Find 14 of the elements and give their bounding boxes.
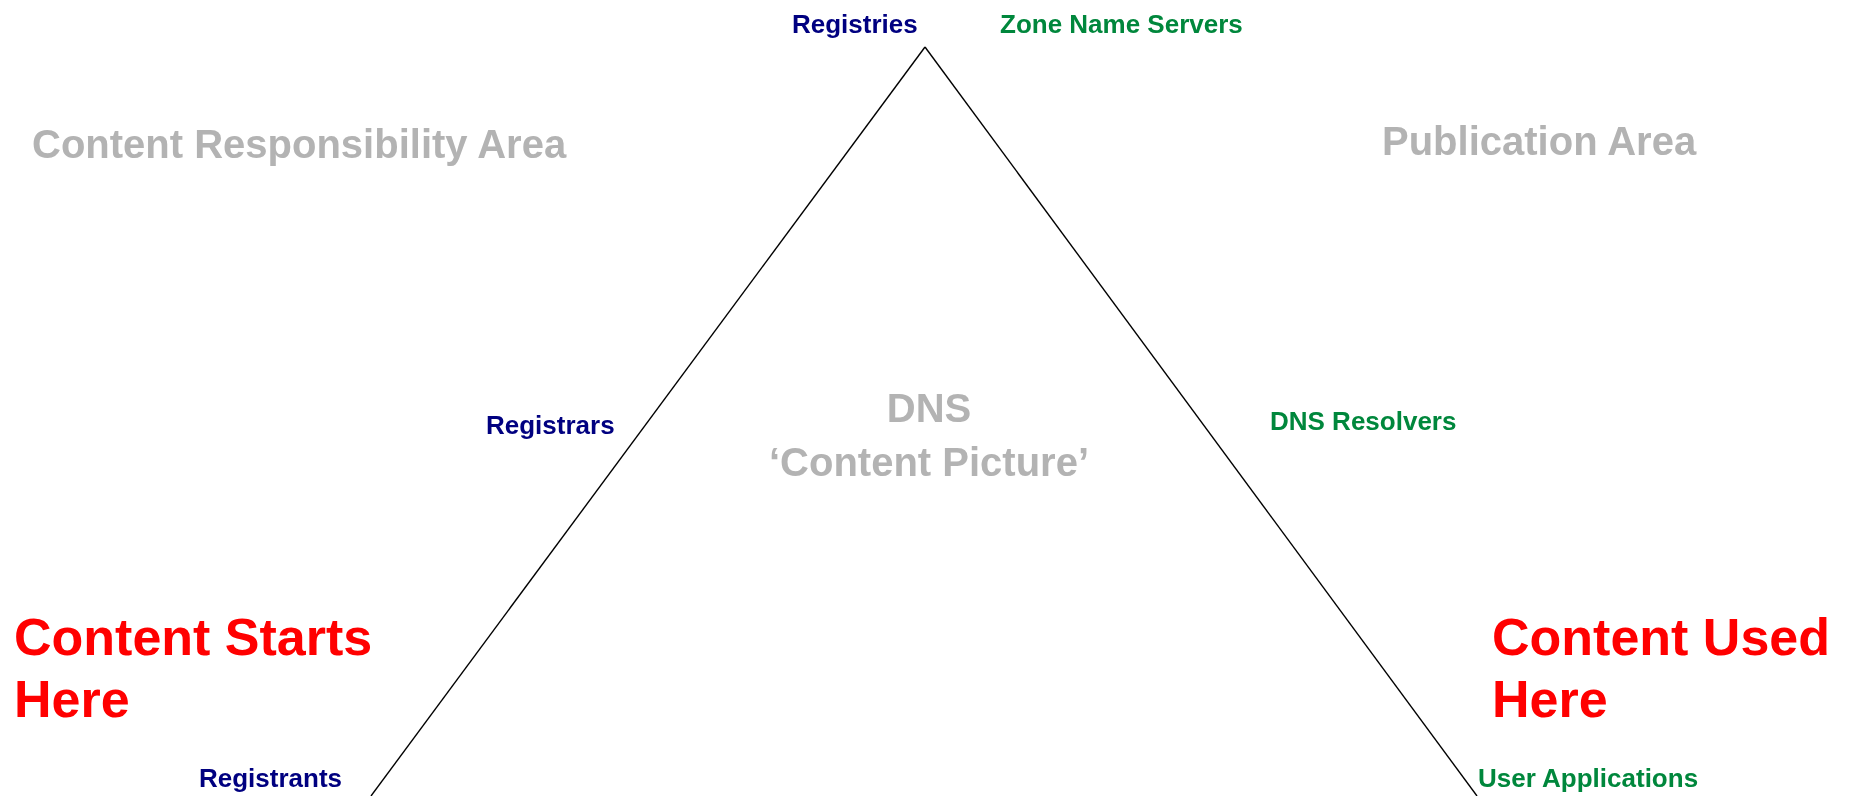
connector-line [924, 46, 1478, 796]
role-label: Registrants [199, 762, 343, 794]
role-label: Registrars [486, 409, 615, 441]
area-heading: Content Responsibility Area [32, 121, 568, 168]
role-label: DNS Resolvers [1270, 405, 1457, 437]
role-label: Zone Name Servers [1000, 8, 1243, 40]
area-heading: Publication Area [1382, 118, 1698, 165]
center-title: DNS [885, 385, 973, 432]
connector-line [370, 46, 926, 796]
center-title: ‘Content Picture’ [768, 439, 1090, 486]
start-note: Content Starts Here [14, 607, 374, 730]
role-label: User Applications [1478, 762, 1699, 794]
end-note: Content Used Here [1492, 607, 1831, 730]
role-label: Registries [792, 8, 918, 40]
